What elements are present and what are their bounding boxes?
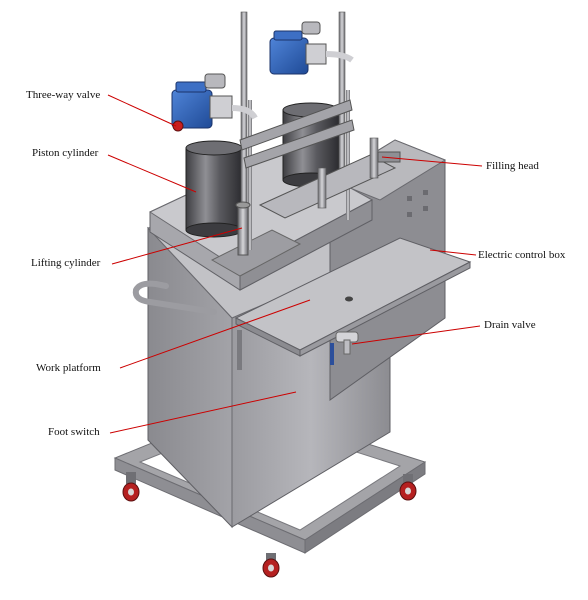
- three-way-valve-left: [171, 73, 258, 132]
- leader-filling-head: [381, 156, 483, 167]
- leader-lines: [107, 94, 483, 434]
- label-work-platform: Work platform: [36, 362, 101, 374]
- caster-wheels: [122, 472, 417, 578]
- leader-piston-cylinder: [107, 154, 197, 193]
- side-handle: [132, 280, 217, 315]
- lifting-cylinder: [235, 201, 251, 256]
- filling-head: [258, 137, 401, 219]
- caster-front-center: [262, 553, 280, 578]
- label-electric-control-box: Electric control box: [478, 249, 566, 261]
- label-lifting-cylinder: Lifting cylinder: [31, 257, 101, 269]
- leader-foot-switch: [109, 391, 297, 434]
- label-piston-cylinder: Piston cylinder: [32, 147, 99, 159]
- three-way-valve-right: [269, 21, 354, 75]
- leader-three-way-valve: [107, 94, 177, 127]
- label-foot-switch: Foot switch: [48, 426, 100, 438]
- leader-electric-control-box: [429, 249, 477, 256]
- drain-valve: [330, 331, 359, 365]
- caster-front-left: [122, 472, 140, 502]
- caster-right: [399, 474, 417, 501]
- label-three-way-valve: Three-way valve: [26, 89, 101, 101]
- label-filling-head: Filling head: [486, 160, 539, 172]
- label-drain-valve: Drain valve: [484, 319, 536, 331]
- leader-lifting-cylinder: [111, 227, 243, 265]
- leader-work-platform: [119, 299, 311, 369]
- control-box-vents: [407, 190, 428, 217]
- piston-cylinder-left: [185, 140, 243, 238]
- leader-drain-valve: [351, 325, 481, 345]
